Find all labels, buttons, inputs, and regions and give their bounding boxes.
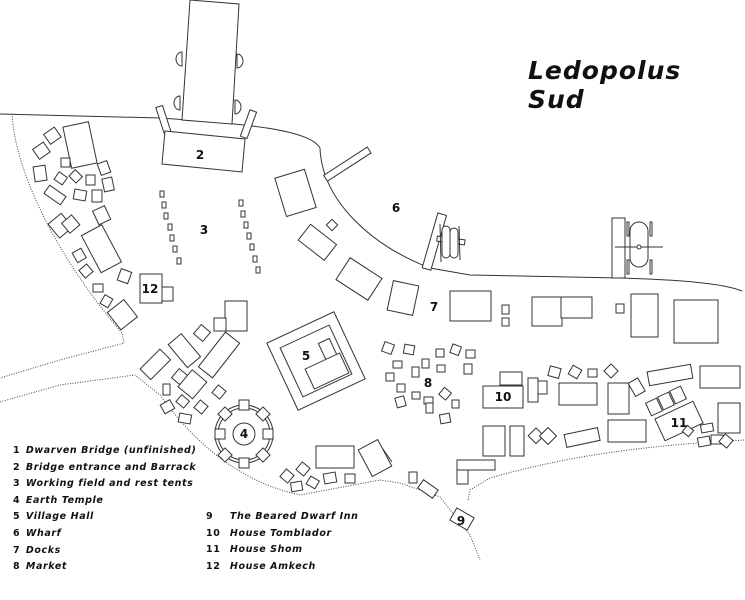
market-stalls	[380, 340, 476, 425]
legend-item: 4 Earth Temple	[13, 494, 104, 506]
north-shoreline	[0, 113, 743, 292]
map-label-4: 4	[240, 427, 248, 441]
map-label-11: 11	[671, 416, 688, 430]
legend-column-1: 1 Dwarven Bridge (unfinished) 2 Bridge e…	[13, 443, 196, 576]
west-houses	[31, 121, 174, 331]
legend-item: 1 Dwarven Bridge (unfinished)	[13, 445, 197, 456]
map-label-9: 9	[457, 514, 465, 528]
legend-item: 8 Market	[13, 561, 68, 573]
wharf	[322, 146, 663, 279]
map-label-6: 6	[392, 201, 400, 215]
map-label-8: 8	[424, 376, 432, 390]
legend-item: 12 House Amkech	[206, 560, 316, 572]
map-label-12: 12	[142, 282, 159, 296]
legend-item: 5 Village Hall	[13, 511, 94, 523]
barrack	[161, 130, 246, 173]
legend-item: 7 Docks	[13, 544, 61, 556]
legend-item: 2 Bridge entrance and Barrack	[13, 461, 197, 473]
map-title: Ledopolus Sud	[528, 56, 682, 114]
legend-column-2: 9 The Beared Dwarf Inn 10 House Tomblado…	[206, 509, 359, 575]
legend-item: 10 House Tomblador	[206, 527, 332, 539]
village-hall	[266, 311, 366, 411]
legend-item: 11 House Shom	[206, 544, 303, 556]
legend-item: 9 The Beared Dwarf Inn	[206, 511, 359, 522]
south-houses	[279, 438, 475, 531]
map-label-7: 7	[430, 300, 438, 314]
shore-houses	[274, 168, 420, 316]
legend-item: 3 Working field and rest tents	[13, 478, 194, 490]
map-label-5: 5	[302, 349, 310, 363]
river-bank-south	[0, 374, 481, 561]
central-houses	[139, 300, 248, 425]
map-label-3: 3	[200, 223, 208, 237]
docks	[449, 290, 719, 344]
earth-temple	[214, 399, 274, 469]
dwarven-bridge	[155, 0, 258, 140]
legend-item: 6 Wharf	[13, 527, 62, 539]
east-houses	[456, 363, 741, 485]
map-label-2: 2	[196, 148, 204, 162]
tents	[159, 190, 261, 274]
map-label-10: 10	[495, 390, 512, 404]
